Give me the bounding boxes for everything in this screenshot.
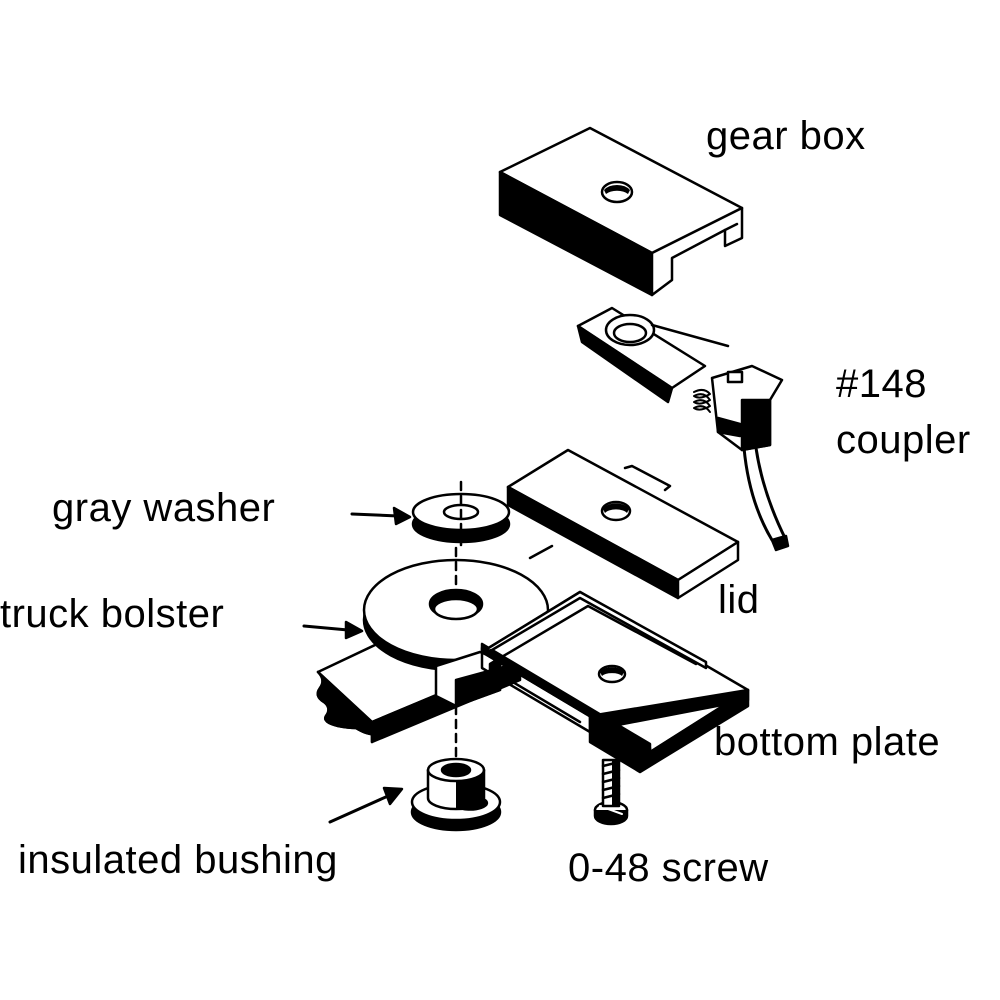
label-gear-box: gear box (706, 114, 866, 158)
label-bottom-plate: bottom plate (714, 720, 941, 764)
label-truck-bolster: truck bolster (0, 592, 225, 636)
leader-arrows (302, 506, 412, 824)
gear-box (498, 126, 744, 297)
assembly-axis (454, 480, 463, 764)
label-screw: 0-48 screw (568, 846, 769, 890)
bottom-plate (480, 590, 750, 774)
label-insulated-bushing: insulated bushing (18, 838, 338, 882)
insulated-bushing (410, 757, 502, 832)
truck-bolster (316, 544, 554, 744)
coupler (576, 306, 790, 552)
label-lid: lid (718, 578, 760, 622)
arrow-insulated-bushing (382, 786, 404, 806)
arrow-gray-washer (392, 506, 412, 526)
label-coupler-number: #148 (836, 362, 927, 406)
screw (593, 758, 629, 826)
label-coupler: coupler (836, 418, 971, 462)
arrow-truck-bolster (344, 620, 364, 640)
label-gray-washer: gray washer (52, 486, 276, 530)
lid (506, 448, 740, 600)
